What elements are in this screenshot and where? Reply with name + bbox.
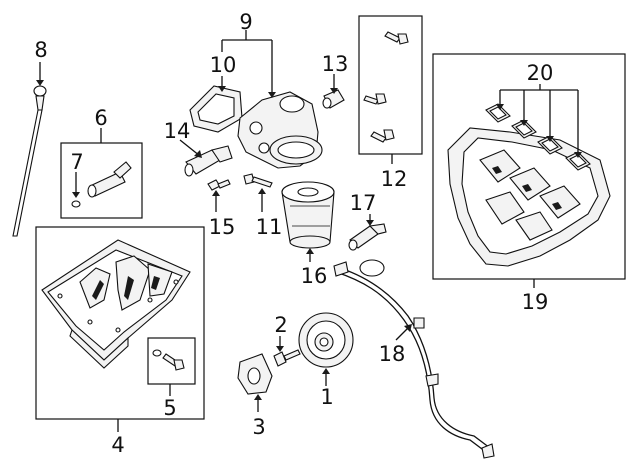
leader-lines: [36, 30, 582, 432]
valve-part: [184, 145, 233, 177]
wiring-harness-part: [333, 259, 495, 459]
gasket-part: [189, 85, 243, 133]
callout-12: 12: [381, 167, 408, 191]
oil-pan-part: [41, 239, 191, 369]
temperature-sensor-part: [348, 223, 387, 251]
manifold-gaskets-part: [485, 103, 591, 171]
long-bolt-part: [243, 173, 273, 188]
pan-bolt-part: [152, 349, 185, 371]
callout-3: 3: [252, 415, 265, 439]
callout-7: 7: [70, 150, 83, 174]
tube-part: [71, 161, 132, 208]
group-box-12: [358, 15, 423, 155]
callout-19: 19: [522, 290, 549, 314]
bracket-part: [237, 353, 273, 395]
callout-20: 20: [527, 61, 554, 85]
group-box-5: [147, 337, 196, 385]
callout-13: 13: [322, 52, 349, 76]
bolts-part: [363, 31, 409, 143]
intake-manifold-part: [447, 127, 611, 267]
callout-5: 5: [163, 396, 176, 420]
gear-bolt-part: [273, 349, 301, 367]
small-bolt-part: [207, 179, 231, 191]
oil-filter-part: [281, 181, 335, 249]
group-box-19: [432, 53, 626, 280]
dipstick-part: [12, 85, 47, 237]
callout-6: 6: [94, 106, 107, 130]
callout-8: 8: [34, 38, 47, 62]
callout-18: 18: [379, 342, 406, 366]
callout-10: 10: [210, 53, 237, 77]
callout-1: 1: [320, 385, 333, 409]
callout-14: 14: [164, 119, 191, 143]
callout-11: 11: [256, 215, 283, 239]
callout-17: 17: [350, 191, 377, 215]
callout-15: 15: [209, 215, 236, 239]
group-box-4: [35, 226, 205, 420]
filter-housing-part: [237, 91, 323, 169]
callout-16: 16: [301, 264, 328, 288]
callout-4: 4: [111, 433, 124, 457]
callout-9: 9: [239, 10, 252, 34]
gear-part: [298, 312, 354, 368]
callout-2: 2: [274, 313, 287, 337]
